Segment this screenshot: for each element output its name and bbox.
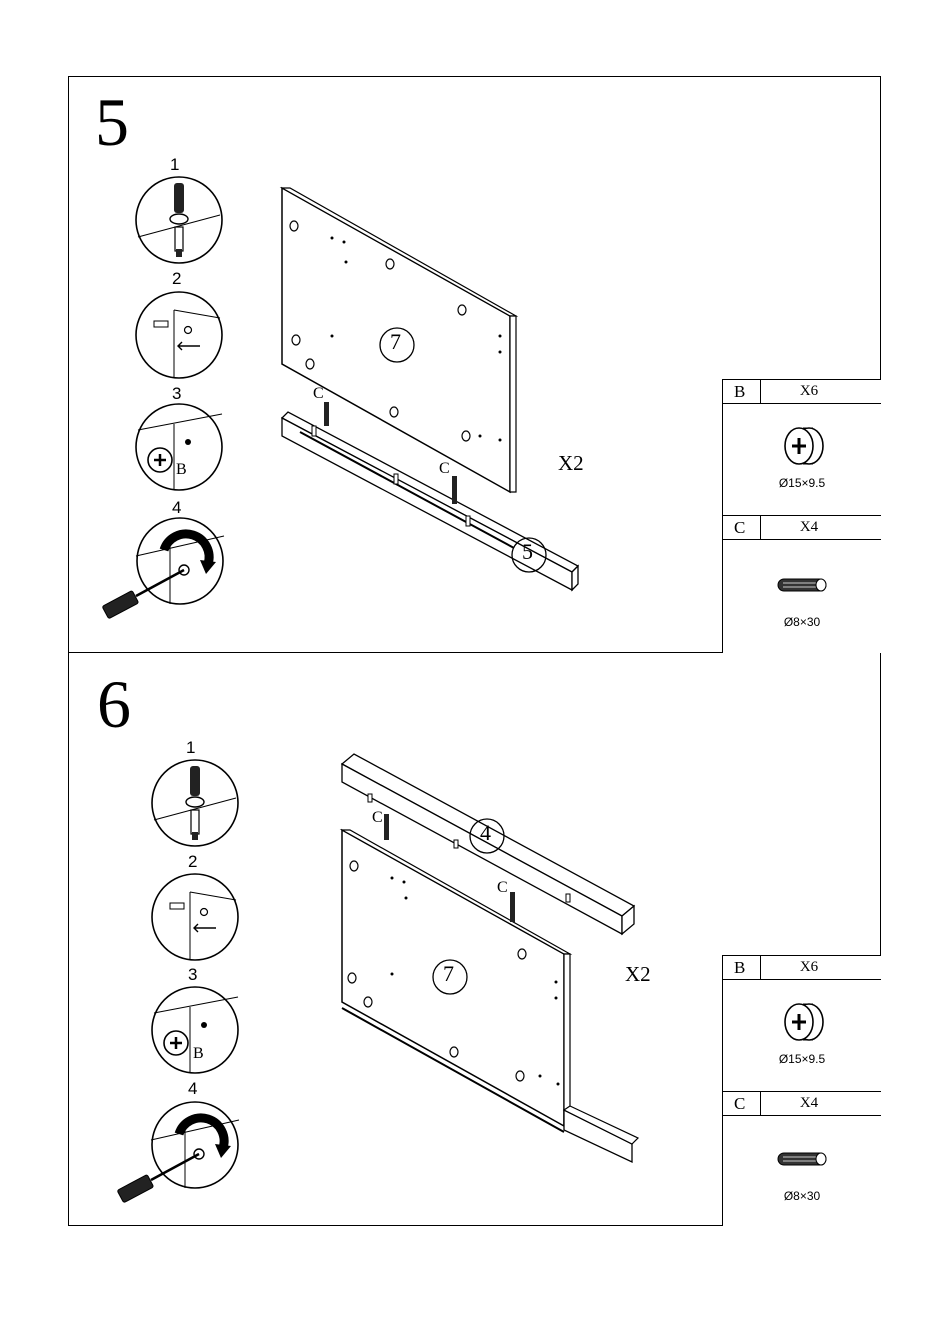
part-code: C <box>723 516 761 539</box>
substep-label: 3 <box>188 966 197 983</box>
panel-label: 7 <box>390 331 401 353</box>
parts-table: B X6 Ø15×9.5 C X4 Ø8×30 <box>722 379 881 653</box>
multiplier-label: X2 <box>558 451 584 476</box>
part-header: C X4 <box>723 516 881 540</box>
substep-label: 1 <box>170 156 179 173</box>
insert-cam-detail-icon <box>150 758 240 848</box>
part-body: Ø8×30 <box>723 540 881 650</box>
substep-label: 4 <box>188 1080 197 1097</box>
screwdriver-tighten-detail-icon <box>100 516 226 636</box>
parts-table: B X6 Ø15×9.5 C X4 Ø8×30 <box>722 955 881 1226</box>
step-number: 5 <box>95 88 129 156</box>
substep-label: 2 <box>172 270 181 287</box>
part-header: B X6 <box>723 956 881 980</box>
cam-lock-detail-icon <box>134 402 224 492</box>
part-code: C <box>723 1092 761 1115</box>
cam-lock-icon <box>783 424 825 468</box>
part-quantity: X6 <box>761 380 881 403</box>
part-quantity: X4 <box>761 1092 881 1115</box>
screwdriver-tighten-detail-icon <box>115 1100 241 1220</box>
wood-dowel-icon <box>777 1150 829 1168</box>
substep-label: 2 <box>188 853 197 870</box>
substep-label: 3 <box>172 385 181 402</box>
part-body: Ø8×30 <box>723 1116 881 1224</box>
multiplier-label: X2 <box>625 962 651 987</box>
part-code: B <box>723 380 761 403</box>
part-quantity: X4 <box>761 516 881 539</box>
insert-cam-detail-icon <box>134 175 224 265</box>
panel-label: 7 <box>443 963 454 985</box>
part-size: Ø15×9.5 <box>723 476 881 490</box>
insert-dowel-detail-icon <box>150 872 240 962</box>
rail-label: 4 <box>480 822 491 844</box>
rail-label: 5 <box>522 541 533 563</box>
part-size: Ø8×30 <box>723 1189 881 1203</box>
dowel-label: C <box>439 461 450 477</box>
step-number: 6 <box>97 670 131 738</box>
cam-label: B <box>193 1046 204 1062</box>
substep-label: 1 <box>186 739 195 756</box>
part-code: B <box>723 956 761 979</box>
dowel-label: C <box>313 386 324 402</box>
part-size: Ø8×30 <box>723 615 881 629</box>
part-header: B X6 <box>723 380 881 404</box>
part-header: C X4 <box>723 1092 881 1116</box>
wood-dowel-icon <box>777 576 829 594</box>
cam-lock-icon <box>783 1000 825 1044</box>
dowel-label: C <box>372 810 383 826</box>
part-size: Ø15×9.5 <box>723 1052 881 1066</box>
part-body: Ø15×9.5 <box>723 980 881 1092</box>
insert-dowel-detail-icon <box>134 290 224 380</box>
substep-label: 4 <box>172 499 181 516</box>
part-body: Ø15×9.5 <box>723 404 881 516</box>
part-quantity: X6 <box>761 956 881 979</box>
cam-label: B <box>176 462 187 478</box>
dowel-label: C <box>497 880 508 896</box>
